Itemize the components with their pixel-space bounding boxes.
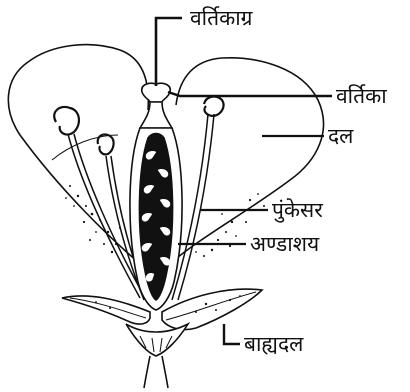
- leader-stigma: [156, 18, 182, 86]
- leader-style: [168, 92, 332, 96]
- stamen-anther-1: [54, 107, 79, 135]
- label-ovary: अण्डाशय: [250, 232, 320, 256]
- stamen-anther-3: [204, 97, 224, 116]
- label-petal: दल: [328, 124, 354, 148]
- stamen-anther-2: [98, 134, 114, 154]
- carpel: [130, 83, 182, 310]
- sepal-left: [62, 296, 150, 324]
- sepal-right: [162, 289, 262, 329]
- receptacle: [126, 324, 188, 356]
- leader-sepal: [224, 324, 240, 344]
- petal-back-left: [52, 135, 118, 160]
- petal-left: [8, 45, 148, 262]
- label-sepal: बाह्यदल: [244, 332, 304, 356]
- label-stamen: पुंकेसर: [272, 198, 323, 223]
- style-shape: [140, 102, 172, 128]
- label-stigma: वर्तिकाग्र: [190, 6, 254, 30]
- pedicel: [144, 356, 168, 388]
- stamen-filament-3b: [178, 114, 214, 300]
- label-style: वर्तिका: [336, 84, 387, 108]
- stigma-shape: [142, 83, 171, 102]
